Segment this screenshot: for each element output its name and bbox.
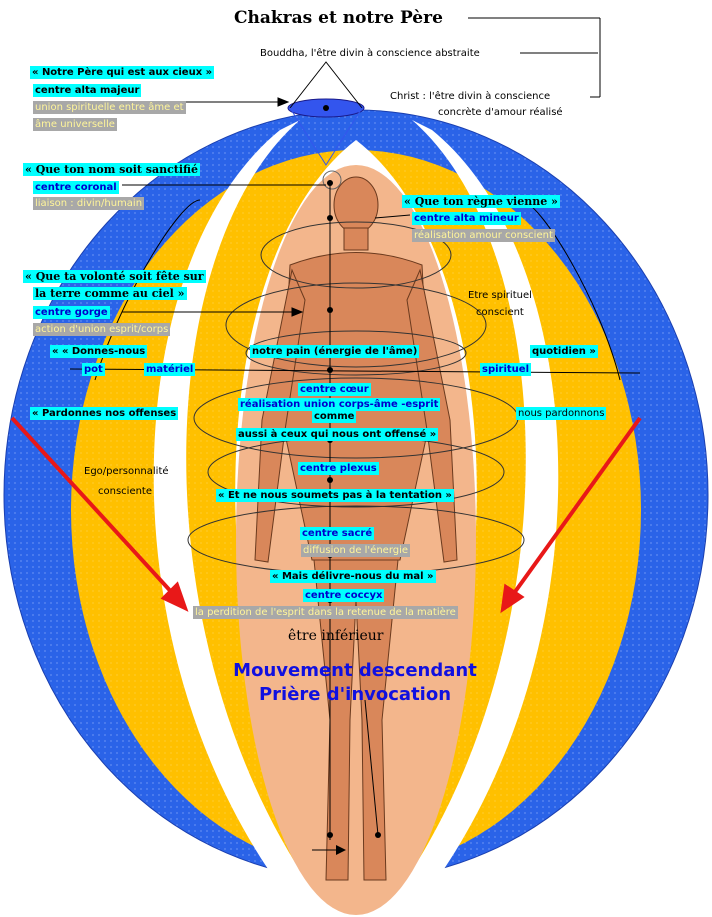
perdition-label: la perdition de l'esprit dans la retenue… [193,606,458,619]
coeur-centre: centre cœur [298,383,371,396]
priere-label: Prière d'invocation [258,684,452,705]
pere-prayer: « Notre Père qui est aux cieux » [30,66,215,79]
coeur-comme: comme [312,410,357,423]
coccyx-centre: centre coccyx [303,589,385,602]
pain-pot: pot [82,363,105,376]
pain-middle: notre pain (énergie de l'âme) [250,345,420,358]
red-arrows [10,416,642,614]
volonte-desc: action d'union esprit/corps [33,323,171,336]
pain-right: quotidien » [530,345,598,358]
pere-desc-1: union spirituelle entre âme et [33,101,186,114]
pere-centre: centre alta majeur [33,84,142,97]
etre-spirituel-1: Etre spirituel [468,290,532,301]
pain-left: « « Donnes-nous [50,345,148,358]
nom-centre: centre coronal [33,181,119,194]
volonte-prayer-1: « Que ta volonté soit fête sur [23,270,206,283]
pere-desc-2: âme universelle [33,118,117,131]
diagram-title: Chakras et notre Père [234,8,443,28]
ego-label-2: consciente [98,486,153,497]
christ-label-1: Christ : l'être divin à conscience [390,91,551,102]
volonte-centre: centre gorge [33,306,110,319]
volonte-prayer-2: la terre comme au ciel » [33,287,187,300]
offenses-label: « Pardonnes nos offenses [30,407,179,420]
right-white-gap [392,120,559,900]
etre-inferieur-label: être inférieur [288,628,384,644]
regne-centre: centre alta mineur [412,212,521,225]
pain-spirituel: spirituel [480,363,532,376]
christ-label-2: concrète d'amour réalisé [438,107,563,118]
plexus-tentation: « Et ne nous soumets pas à la tentation … [216,489,454,502]
mouvement-label: Mouvement descendant [233,660,477,681]
pardonnons-label: nous pardonnons [516,407,607,420]
regne-desc: réalisation amour conscient [412,229,555,242]
pain-materiel: matériel [144,363,196,376]
nom-desc: liaison : divin/humain [33,197,145,210]
coeur-ceux: aussi à ceux qui nous ont offensé » [236,428,439,441]
coeur-desc: réalisation union corps-âme -esprit [238,398,441,411]
plexus-centre: centre plexus [298,462,379,475]
left-white-gap [153,120,320,900]
nom-prayer: « Que ton nom soit sanctifié [23,163,201,176]
sacre-desc: diffusion de l'énergie [301,544,411,557]
etre-spirituel-2: conscient [476,307,524,318]
sacre-centre: centre sacré [300,527,375,540]
spine-line [312,180,381,855]
ego-label-1: Ego/personnalité [84,466,169,477]
coccyx-prayer: « Mais délivre-nous du mal » [270,570,436,583]
crown-diamond [287,61,365,190]
regne-prayer: « Que ton règne vienne » [402,195,560,208]
bouddha-label: Bouddha, l'être divin à conscience abstr… [260,48,480,59]
